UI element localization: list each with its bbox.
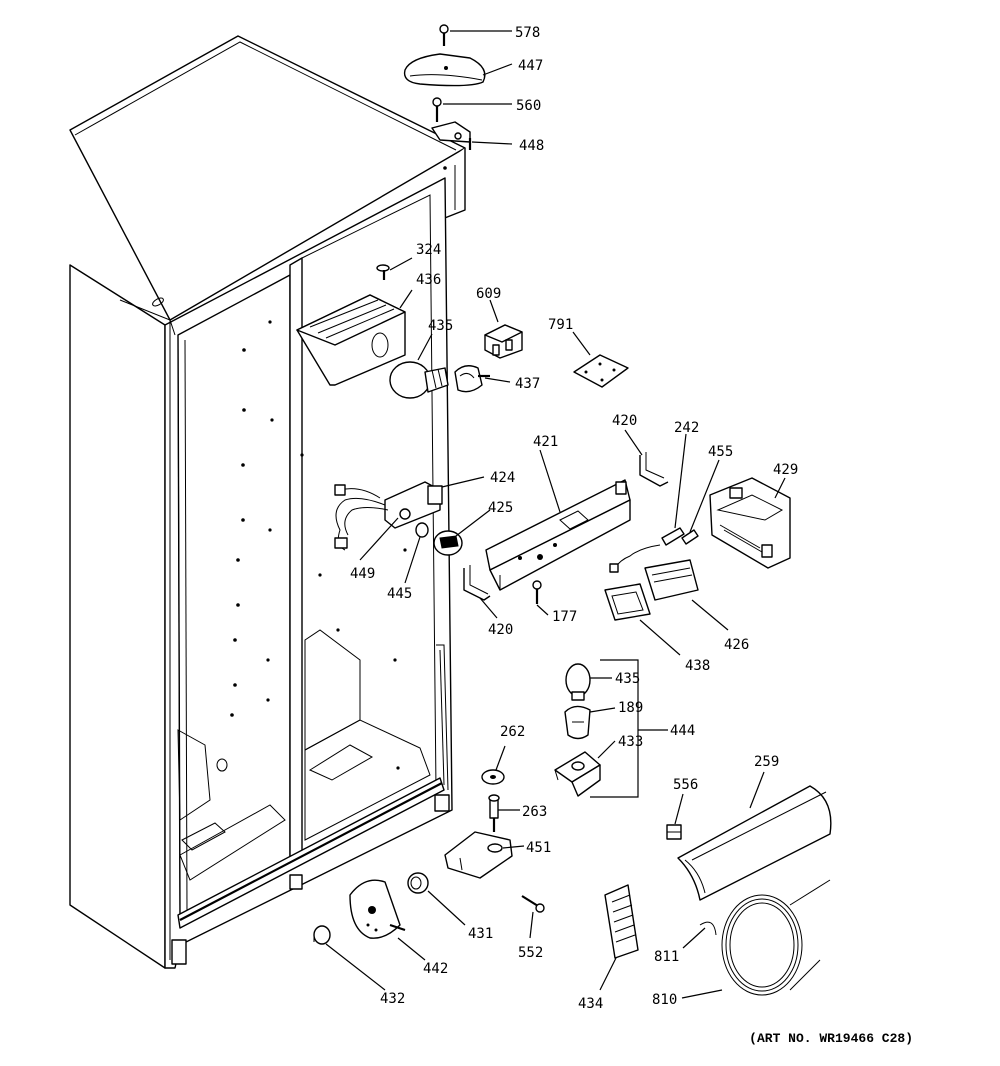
callout-455: 455 xyxy=(708,444,733,460)
cover-plate-791 xyxy=(573,354,629,388)
control-housing-421 xyxy=(485,479,631,591)
bracket-420-lower xyxy=(463,565,491,601)
switch-609 xyxy=(484,324,523,359)
screw-552 xyxy=(521,895,545,913)
light-assembly-444-bracket xyxy=(590,659,639,798)
fan-motor-426 xyxy=(644,559,699,601)
roller-431 xyxy=(407,872,429,894)
wire-harness-455 xyxy=(609,529,699,573)
tubing-810 xyxy=(721,879,831,996)
callout-436: 436 xyxy=(416,272,441,288)
cover-259 xyxy=(677,785,832,901)
callout-449: 449 xyxy=(350,566,375,582)
bottom-hinge-451 xyxy=(444,831,513,879)
light-bulb-435-upper xyxy=(389,361,449,399)
leader-lines xyxy=(325,30,786,999)
callout-609: 609 xyxy=(476,286,501,302)
damper-429 xyxy=(709,477,791,569)
sensor-242 xyxy=(661,527,685,546)
callout-420-lower: 420 xyxy=(488,622,513,638)
callout-434: 434 xyxy=(578,996,603,1012)
callout-438: 438 xyxy=(685,658,710,674)
knob-425 xyxy=(433,530,463,556)
light-housing-436 xyxy=(296,294,406,386)
callout-552: 552 xyxy=(518,945,543,961)
callout-429: 429 xyxy=(773,462,798,478)
shaft-445 xyxy=(415,522,429,538)
callout-444: 444 xyxy=(670,723,695,739)
callout-451: 451 xyxy=(526,840,551,856)
callout-445: 445 xyxy=(387,586,412,602)
callout-431: 431 xyxy=(468,926,493,942)
shield-433 xyxy=(554,751,601,797)
screw-324 xyxy=(376,264,390,280)
callout-448: 448 xyxy=(519,138,544,154)
callout-791: 791 xyxy=(548,317,573,333)
callout-560: 560 xyxy=(516,98,541,114)
bracket-420-upper xyxy=(639,452,669,487)
refrigerator-cabinet xyxy=(69,35,466,969)
pin-263 xyxy=(488,794,500,832)
callout-447: 447 xyxy=(518,58,543,74)
callout-420-upper: 420 xyxy=(612,413,637,429)
cam-442 xyxy=(349,879,406,939)
screw-578 xyxy=(439,24,449,46)
screw-560 xyxy=(432,97,442,122)
callout-435-lower: 435 xyxy=(615,671,640,687)
callout-324: 324 xyxy=(416,242,441,258)
callout-442: 442 xyxy=(423,961,448,977)
art-number: (ART NO. WR19466 C28) xyxy=(749,1031,913,1046)
callout-435-upper: 435 xyxy=(428,318,453,334)
top-hinge-448 xyxy=(431,121,472,150)
callout-425: 425 xyxy=(488,500,513,516)
callout-437: 437 xyxy=(515,376,540,392)
grille-438 xyxy=(604,583,651,621)
callout-433: 433 xyxy=(618,734,643,750)
callout-421: 421 xyxy=(533,434,558,450)
thermostat-424 xyxy=(334,481,443,551)
callout-263: 263 xyxy=(522,804,547,820)
callout-242: 242 xyxy=(674,420,699,436)
gear-262 xyxy=(481,769,505,785)
callout-432: 432 xyxy=(380,991,405,1007)
socket-189 xyxy=(564,705,591,740)
callout-labels: 578 447 560 448 324 436 609 791 435 437 … xyxy=(350,25,798,1012)
light-bulb-435-lower xyxy=(565,663,591,701)
callout-189: 189 xyxy=(618,700,643,716)
callout-578: 578 xyxy=(515,25,540,41)
callout-556: 556 xyxy=(673,777,698,793)
callout-259: 259 xyxy=(754,754,779,770)
screw-177 xyxy=(532,580,542,604)
callout-426: 426 xyxy=(724,637,749,653)
callout-810: 810 xyxy=(652,992,677,1008)
grille-434 xyxy=(604,884,639,959)
callout-811: 811 xyxy=(654,949,679,965)
light-socket-437 xyxy=(454,365,490,393)
hinge-cover-447 xyxy=(403,53,486,87)
callout-177: 177 xyxy=(552,609,577,625)
callout-262: 262 xyxy=(500,724,525,740)
clip-556 xyxy=(666,824,682,840)
bushing-432 xyxy=(313,925,331,945)
clip-811 xyxy=(699,921,717,936)
callout-424: 424 xyxy=(490,470,515,486)
